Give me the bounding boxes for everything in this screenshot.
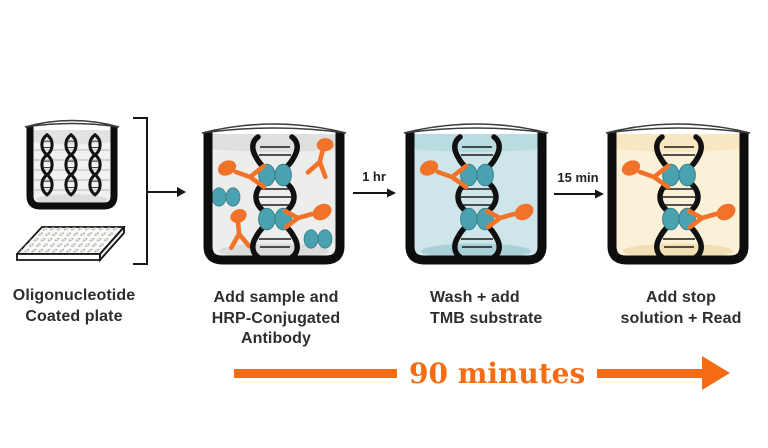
timeline-bar-right (597, 368, 703, 378)
microplate-icon (16, 226, 126, 263)
coated-well-icon (24, 119, 120, 210)
arrow-right-icon (554, 189, 604, 199)
step-label-line1: Add sample and (213, 289, 339, 306)
step-label-stop-read: Add stop solution + Read (608, 288, 754, 329)
step-label-add-sample: Add sample and HRP-Conjugated Antibody (178, 288, 374, 350)
step-label-line2: HRP-Conjugated Antibody (211, 309, 341, 348)
step-label-line1: Add stop (645, 289, 717, 306)
step-label-line2: solution + Read (620, 309, 742, 327)
dna-helix-icon (455, 137, 499, 257)
step-arrow-label: 1 hr (362, 169, 386, 184)
arrowhead-icon (702, 356, 730, 390)
step-label-wash-tmb: Wash + add TMB substrate (430, 288, 570, 329)
timeline-label: 90 minutes (409, 356, 586, 390)
beaker-stop-icon (605, 123, 751, 265)
step-label-line1: Oligonucleotide (12, 287, 136, 304)
step-arrow-label: 15 min (557, 170, 599, 185)
step-label-line1: Wash + add (430, 289, 520, 306)
step-arrow-15min: 15 min (549, 170, 607, 205)
timeline-arrow: 90 minutes (234, 353, 731, 393)
step-label-line2: TMB substrate (430, 309, 543, 327)
step-label-line2: Coated plate (25, 307, 123, 325)
arrow-right-icon (353, 188, 396, 198)
step-arrow-1hr: 1 hr (350, 169, 398, 204)
dna-helix-icon (657, 137, 701, 257)
arrow-right-icon (177, 187, 186, 197)
timeline-bar-left (234, 368, 397, 378)
dna-helix-icon (253, 137, 297, 257)
beaker-sample-icon (201, 123, 347, 265)
transfer-bracket-arrow (133, 117, 186, 265)
beaker-tmb-icon (403, 123, 549, 265)
step-label-coated-plate: Oligonucleotide Coated plate (8, 286, 140, 327)
